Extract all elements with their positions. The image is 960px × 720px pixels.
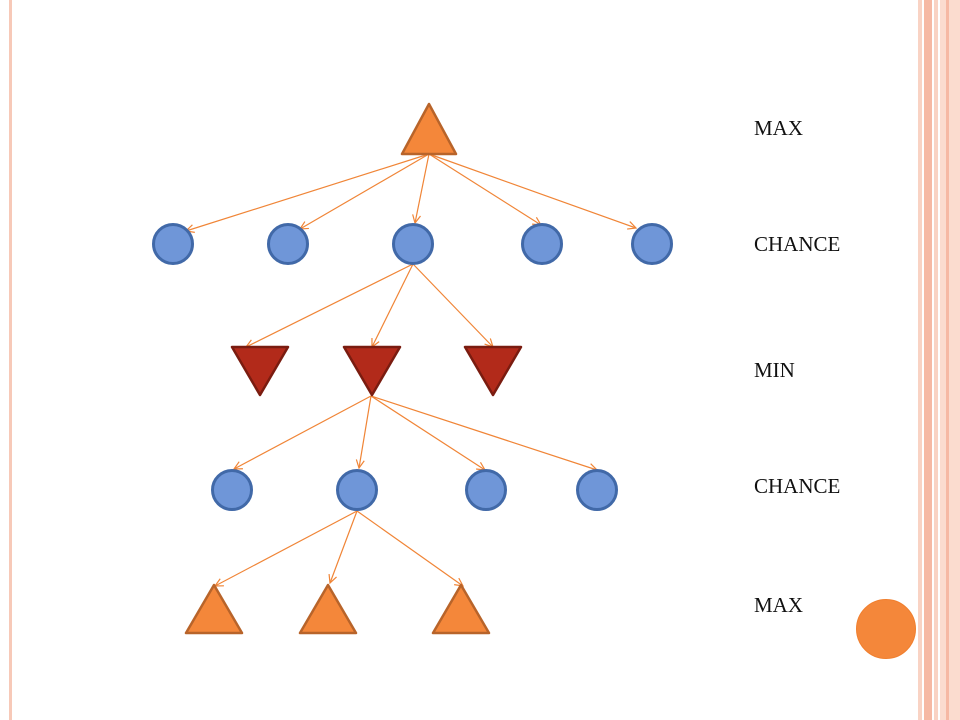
edges-chance-to-max [215, 510, 463, 586]
right-frame-stripe [940, 0, 960, 720]
level-label-chance-1: CHANCE [754, 232, 841, 256]
chance-node [392, 223, 434, 265]
min-node [230, 345, 290, 397]
tree-edge [234, 395, 372, 469]
chance-node [465, 469, 507, 511]
tree-edge [370, 395, 597, 470]
chance-node [521, 223, 563, 265]
tree-edge [428, 153, 541, 225]
chance-level-2 [211, 469, 618, 511]
tree-edge [186, 153, 430, 231]
right-frame-stripe [946, 0, 949, 720]
tree-edge [300, 153, 430, 229]
chance-node [336, 469, 378, 511]
min-node [342, 345, 402, 397]
min-node [463, 345, 523, 397]
chance-node [631, 223, 673, 265]
edges-chance-to-min [246, 263, 493, 347]
tree-edge [359, 395, 372, 468]
chance-node [152, 223, 194, 265]
decorative-orange-circle [856, 599, 916, 659]
chance-level-1 [152, 223, 673, 265]
tree-edge [412, 263, 493, 347]
max-node [298, 583, 358, 635]
tree-edge [330, 510, 358, 583]
max-level-leaves [184, 583, 491, 635]
tree-edge [370, 395, 485, 470]
right-frame-stripe [918, 0, 922, 720]
edges-root-to-chance [186, 153, 636, 231]
tree-edge [415, 153, 430, 223]
edges-min-to-chance [234, 395, 597, 470]
max-node [431, 583, 491, 635]
tree-edge [246, 263, 414, 347]
tree-edge [356, 510, 463, 586]
level-label-chance-2: CHANCE [754, 474, 841, 498]
min-level [230, 345, 523, 397]
chance-node [211, 469, 253, 511]
left-frame-line [9, 0, 12, 720]
max-node [184, 583, 244, 635]
level-label-min: MIN [754, 358, 795, 382]
level-label-max-bottom: MAX [754, 593, 804, 617]
level-label-max-top: MAX [754, 116, 804, 140]
chance-node [267, 223, 309, 265]
chance-node [576, 469, 618, 511]
max-node-root [400, 102, 458, 156]
tree-edge [372, 263, 414, 347]
right-frame-stripe [934, 0, 938, 720]
tree-edge [428, 153, 636, 228]
right-frame-stripe [924, 0, 932, 720]
tree-edge [215, 510, 358, 586]
